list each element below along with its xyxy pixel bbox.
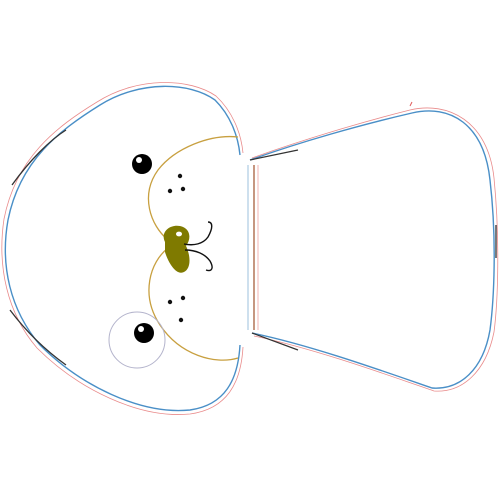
head-outline-red [1,82,244,415]
eye-upper-highlight [136,157,142,163]
muzzle-upper [147,135,239,241]
nose-highlight [176,231,182,237]
muzzle [147,135,239,361]
neck-lines [247,101,413,351]
eye-lower-highlight [138,326,144,332]
tail-tip-pink [409,101,413,107]
whisker-dots-upper [167,173,186,194]
mouth-lower-curl [184,249,213,272]
eye-lower-ring [108,311,166,369]
body-outline-red [251,107,499,392]
mouth-whiskers [183,221,213,272]
nose-shape [163,225,190,273]
head-outline-blue [4,85,241,412]
mouth-upper-curl [183,221,213,246]
outline-accents [9,129,497,366]
body-outline [249,107,499,392]
eye-upper [132,154,152,174]
whisker-dots-lower [167,295,186,323]
eye-lower-pupil [134,323,154,343]
nose [163,225,190,273]
neck-top-dark [249,149,299,161]
body-outline-blue [249,110,495,389]
muzzle-lower [148,247,239,361]
eye-lower [108,311,166,369]
eye-upper-pupil [132,154,152,174]
neck-bottom-dark [251,332,299,351]
head-outline [1,82,244,415]
